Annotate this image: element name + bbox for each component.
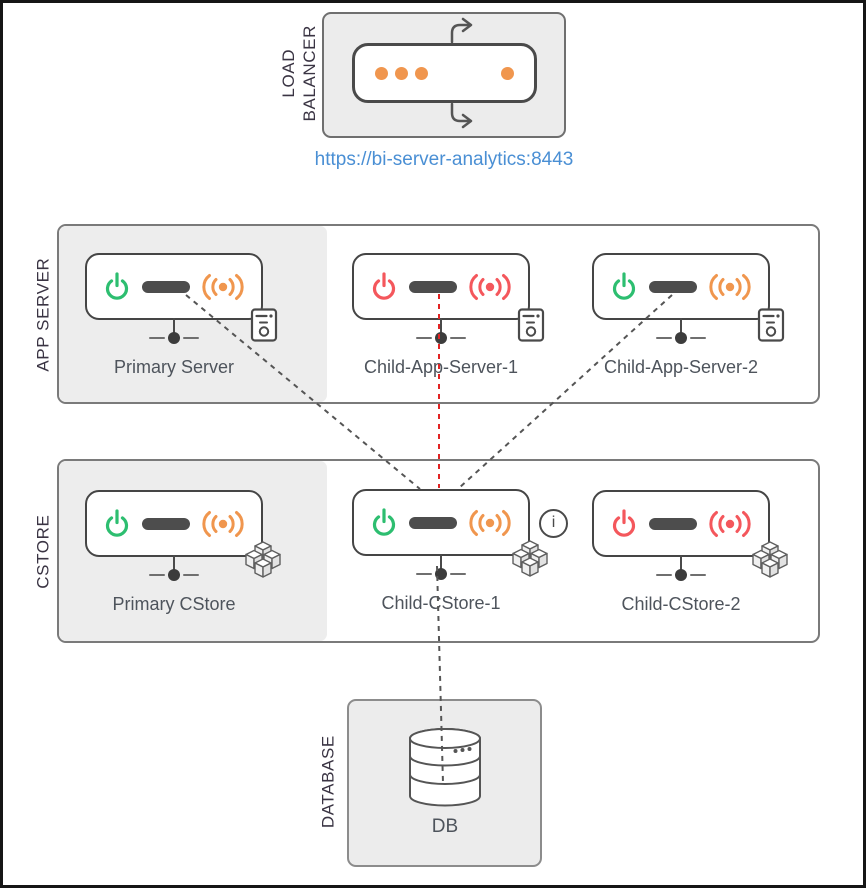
power-icon — [612, 271, 636, 300]
node-label: Child-CStore-1 — [381, 593, 501, 613]
package-boxes-icon — [512, 540, 548, 577]
database-cylinder-icon — [409, 728, 481, 807]
server-status-box — [592, 253, 770, 320]
node-child-cstore-1[interactable]: i Child-CStore-1 — [352, 489, 568, 613]
power-icon — [105, 508, 129, 537]
server-status-box — [85, 253, 263, 320]
status-bar — [409, 516, 457, 529]
load-balancer-url-link[interactable]: https://bi-server-analytics:8443 — [314, 149, 574, 170]
node-child-app-server-2[interactable]: Child-App-Server-2 — [592, 253, 785, 377]
signal-icon — [469, 509, 511, 536]
server-tower-icon — [517, 308, 545, 342]
load-balancer-dot-icon — [395, 67, 408, 80]
network-connector-icon — [648, 318, 714, 350]
load-balancer-dot-icon — [501, 67, 514, 80]
status-bar — [649, 517, 697, 530]
node-label: Child-CStore-2 — [621, 594, 741, 614]
server-status-box — [352, 253, 530, 320]
power-icon — [612, 508, 636, 537]
server-status-box — [352, 489, 530, 556]
status-bar — [142, 280, 190, 293]
load-balancer-section-label: LOAD BALANCER — [278, 25, 319, 122]
signal-icon — [469, 273, 511, 300]
server-tower-icon — [250, 308, 278, 342]
status-bar — [409, 280, 457, 293]
network-connector-icon — [141, 318, 207, 350]
node-label: Primary CStore — [112, 594, 236, 614]
power-icon — [372, 271, 396, 300]
power-icon — [105, 271, 129, 300]
package-boxes-icon — [752, 541, 788, 578]
app-server-section-label: APP SERVER — [33, 257, 53, 372]
node-child-app-server-1[interactable]: Child-App-Server-1 — [352, 253, 545, 377]
load-balancer-dot-icon — [375, 67, 388, 80]
signal-icon — [709, 273, 751, 300]
status-bar — [142, 517, 190, 530]
database-section-label: DATABASE — [318, 735, 338, 829]
signal-icon — [202, 510, 244, 537]
node-primary-cstore[interactable]: Primary CStore — [85, 490, 281, 614]
node-label: Child-App-Server-1 — [363, 357, 519, 377]
status-bar — [649, 280, 697, 293]
network-connector-icon — [648, 555, 714, 587]
signal-icon — [202, 273, 244, 300]
node-label: Child-App-Server-2 — [603, 357, 759, 377]
node-label: Primary Server — [113, 357, 235, 377]
load-balancer-dot-icon — [415, 67, 428, 80]
cycle-arrows-icon — [450, 17, 473, 129]
server-status-box — [592, 490, 770, 557]
server-status-box — [85, 490, 263, 557]
server-tower-icon — [757, 308, 785, 342]
node-primary-server[interactable]: Primary Server — [85, 253, 278, 377]
db-label: DB — [431, 816, 459, 837]
network-connector-icon — [141, 555, 207, 587]
network-connector-icon — [408, 554, 474, 586]
cstore-section-label: CSTORE — [33, 514, 53, 589]
power-icon — [372, 507, 396, 536]
info-icon[interactable]: i — [539, 509, 568, 538]
network-connector-icon — [408, 318, 474, 350]
signal-icon — [709, 510, 751, 537]
node-child-cstore-2[interactable]: Child-CStore-2 — [592, 490, 788, 614]
package-boxes-icon — [245, 541, 281, 578]
